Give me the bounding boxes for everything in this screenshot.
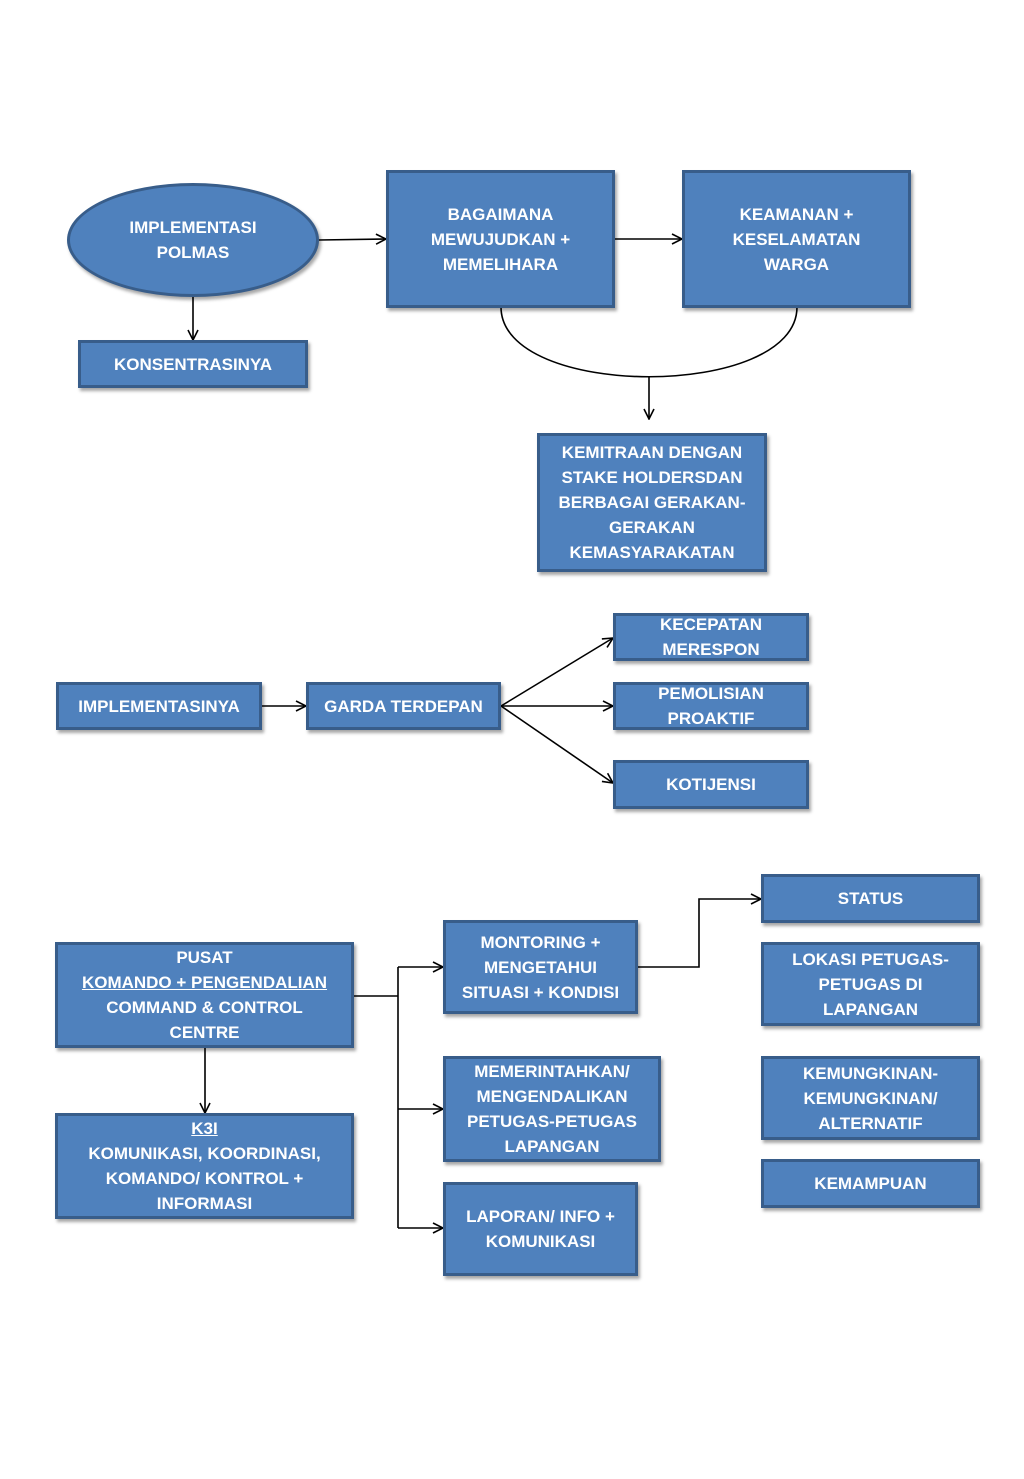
node-kecepatan-merespon: KECEPATAN MERESPON <box>613 613 809 661</box>
node-line: GARDA TERDEPAN <box>324 696 483 716</box>
node-pusat-komando: PUSAT KOMANDO + PENGENDALIAN COMMAND & C… <box>55 942 354 1048</box>
node-line: KEMAMPUAN <box>814 1174 927 1193</box>
node-line: MONTORING + <box>480 932 601 952</box>
node-line: MENGETAHUI <box>483 957 597 977</box>
node-line: PEMOLISIAN <box>658 684 764 703</box>
node-line: PETUGAS-PETUGAS <box>466 1112 638 1131</box>
node-line: KOMUNIKASI, KOORDINASI, <box>88 1144 321 1163</box>
node-kemampuan: KEMAMPUAN <box>761 1159 980 1208</box>
node-line: KOMANDO/ KONTROL + <box>105 1169 304 1188</box>
arrow-garda-to-kotijensi <box>500 705 613 783</box>
node-line: IMPLEMENTASI <box>129 218 257 237</box>
node-line: INFORMASI <box>156 1194 253 1213</box>
node-line: WARGA <box>763 254 830 274</box>
node-line: STATUS <box>837 889 904 908</box>
node-line: BAGAIMANA <box>447 204 554 224</box>
node-line: KONSENTRASINYA <box>113 354 273 374</box>
node-line: KEAMANAN + <box>739 204 854 224</box>
node-kotijensi: KOTIJENSI <box>613 760 809 809</box>
node-line: KEMUNGKINAN/ <box>803 1088 938 1108</box>
node-line: LAPORAN/ INFO + <box>466 1207 615 1226</box>
node-line: LOKASI PETUGAS- <box>792 949 949 969</box>
node-line: KOMANDO + PENGENDALIAN <box>81 973 328 992</box>
node-line: KESELAMATAN <box>732 229 861 249</box>
node-k3i: K3I KOMUNIKASI, KOORDINASI, KOMANDO/ KON… <box>55 1113 354 1219</box>
node-line: KECEPATAN <box>660 615 762 634</box>
node-line: KEMITRAAN DENGAN <box>561 443 743 462</box>
node-line: GERAKAN <box>609 518 695 537</box>
node-kemitraan: KEMITRAAN DENGAN STAKE HOLDERSDAN BERBAG… <box>537 433 767 572</box>
node-line: BERBAGAI GERAKAN- <box>558 493 746 512</box>
node-line: MERESPON <box>662 640 760 659</box>
node-line: KEMUNGKINAN- <box>802 1063 939 1083</box>
node-bagaimana: BAGAIMANA MEWUJUDKAN + MEMELIHARA <box>386 170 615 308</box>
node-line: MEWUJUDKAN + <box>430 229 571 249</box>
node-garda-terdepan: GARDA TERDEPAN <box>306 682 501 730</box>
node-line: LAPANGAN <box>504 1137 600 1156</box>
node-line: MENGENDALIKAN <box>476 1087 628 1106</box>
node-kemungkinan: KEMUNGKINAN- KEMUNGKINAN/ ALTERNATIF <box>761 1056 980 1140</box>
node-line: CENTRE <box>169 1023 240 1042</box>
node-keamanan: KEAMANAN + KESELAMATAN WARGA <box>682 170 911 308</box>
node-status: STATUS <box>761 874 980 923</box>
node-line: KOTIJENSI <box>666 775 756 794</box>
node-lokasi-petugas: LOKASI PETUGAS- PETUGAS DI LAPANGAN <box>761 942 980 1026</box>
node-line: PETUGAS DI <box>818 974 923 994</box>
node-line: MEMERINTAHKAN/ <box>474 1062 630 1081</box>
node-line: K3I <box>191 1119 218 1138</box>
node-laporan: LAPORAN/ INFO + KOMUNIKASI <box>443 1182 638 1276</box>
node-line: PROAKTIF <box>667 709 755 728</box>
node-implementasinya: IMPLEMENTASINYA <box>56 682 262 730</box>
node-line: IMPLEMENTASINYA <box>78 696 240 716</box>
node-line: STAKE HOLDERSDAN <box>561 468 743 487</box>
node-line: LAPANGAN <box>822 999 919 1019</box>
node-montoring: MONTORING + MENGETAHUI SITUASI + KONDISI <box>443 920 638 1014</box>
node-line: SITUASI + KONDISI <box>461 982 620 1002</box>
node-pemolisian-proaktif: PEMOLISIAN PROAKTIF <box>613 682 809 730</box>
node-line: PUSAT <box>176 948 233 967</box>
node-line: KEMASYARAKATAN <box>569 543 735 562</box>
node-line: MEMELIHARA <box>442 254 559 274</box>
arrow-montoring-to-status <box>638 899 761 968</box>
node-implementasi-polmas: IMPLEMENTASI POLMAS <box>67 183 319 297</box>
arrow-garda-to-kecepatan <box>500 638 613 707</box>
node-konsentrasinya: KONSENTRASINYA <box>78 340 308 388</box>
node-memerintahkan: MEMERINTAHKAN/ MENGENDALIKAN PETUGAS-PET… <box>443 1056 661 1162</box>
node-line: ALTERNATIF <box>818 1113 923 1133</box>
node-line: KOMUNIKASI <box>485 1232 596 1251</box>
node-line: COMMAND & CONTROL <box>106 998 303 1017</box>
arrow-polmas-to-bagaimana <box>318 239 386 240</box>
node-line: POLMAS <box>156 243 230 262</box>
bracket-curve <box>500 306 798 378</box>
